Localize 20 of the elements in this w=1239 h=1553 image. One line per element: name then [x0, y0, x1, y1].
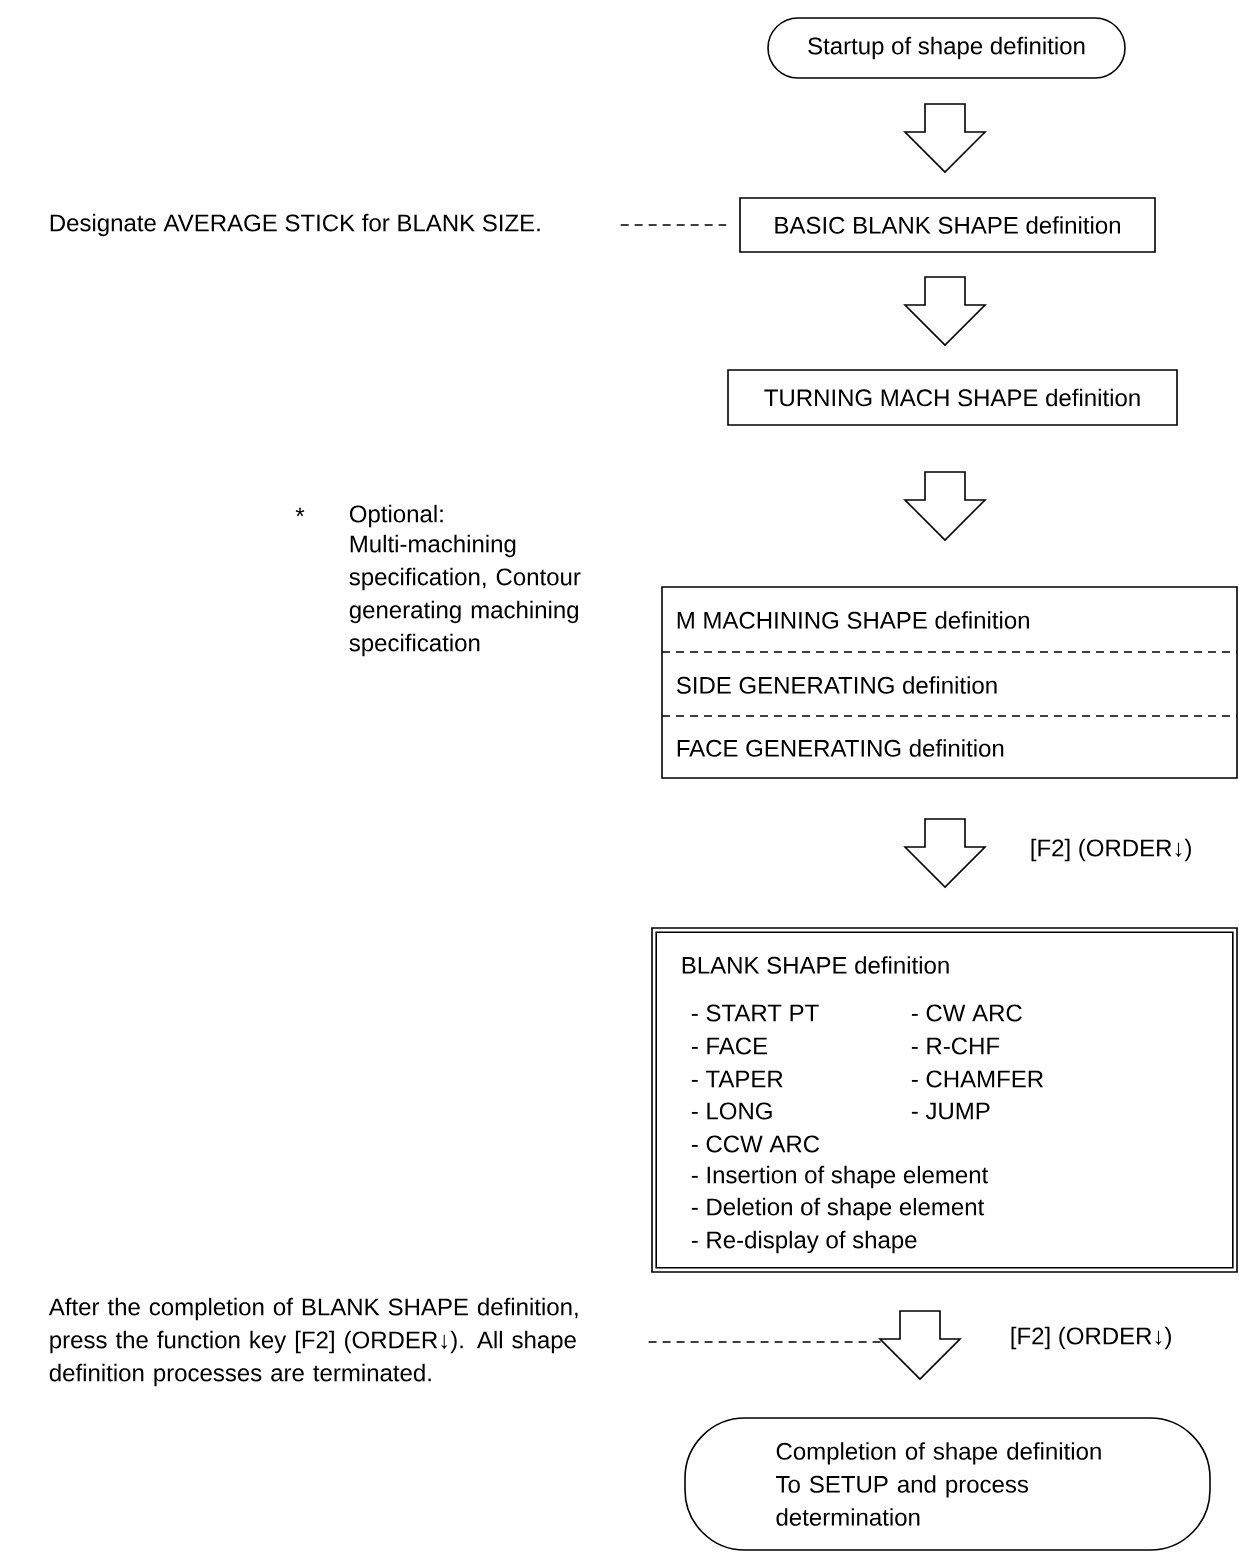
block-arrow: [903, 103, 987, 174]
process-box: BASIC BLANK SHAPE definition: [739, 197, 1156, 253]
terminal-box: Completion of shape definition To SETUP and process determination: [684, 1417, 1211, 1551]
block-arrow: [903, 471, 987, 542]
block-arrow: [903, 818, 987, 889]
block-arrow: [878, 1310, 962, 1381]
leader-line: [619, 224, 727, 226]
edge-label: [F2] (ORDER↓): [1025, 834, 1197, 866]
footnote-mark: *: [295, 507, 305, 517]
process-box: BLANK SHAPE definition - START PT - CW ARC - FACE - R-CHF - TAPER - CHAMFER - LONG - JUMP - CCW ARC - Insertion of shape element - Deletion of shape element - Re-display of shape: [651, 927, 1238, 1273]
note-text: After the completion of BLANK SHAPE definition, press the function key [F2] (ORDER↓). All shape definition processes are terminated.: [48, 1297, 578, 1387]
process-box: M MACHINING SHAPE definition SIDE GENERATING definition FACE GENERATING definition: [661, 586, 1238, 779]
note-text: Optional:: [349, 504, 443, 528]
process-box: TURNING MACH SHAPE definition: [727, 369, 1178, 426]
terminal-box: Startup of shape definition: [767, 17, 1126, 79]
block-arrow: [903, 276, 987, 347]
leader-line: [647, 1341, 882, 1343]
note-text: Designate AVERAGE STICK for BLANK SIZE.: [50, 213, 540, 237]
note-text: Multi-machining specification, Contour generating machining specification: [349, 534, 581, 657]
edge-label: [F2] (ORDER↓): [1005, 1322, 1177, 1354]
